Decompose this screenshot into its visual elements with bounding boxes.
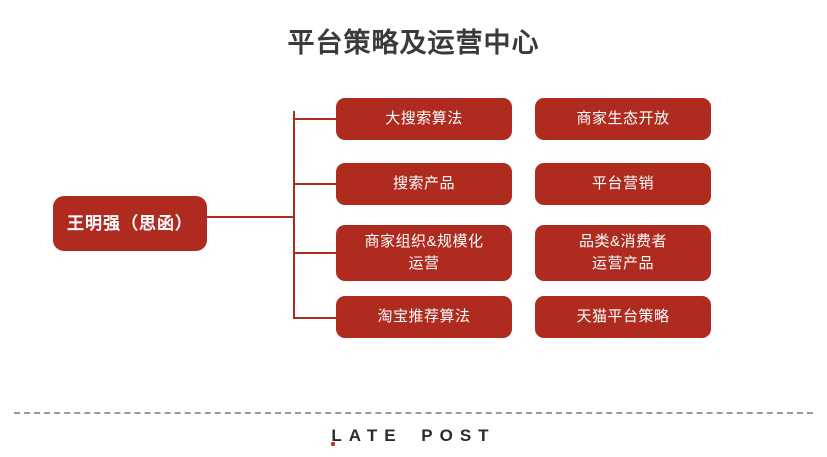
org-node-col2-row2[interactable]: 平台营销 <box>535 163 711 205</box>
org-node-label-line1: 平台营销 <box>591 175 654 192</box>
logo-letter-l: LATE <box>331 425 402 447</box>
page-title: 平台策略及运营中心 <box>287 28 540 58</box>
org-node-label-line1: 商家生态开放 <box>576 110 670 127</box>
logo-spacer <box>403 426 422 445</box>
org-node-label: 商家组织&规模化 运营 <box>342 231 506 275</box>
org-node-root-label: 王明强（思函） <box>67 213 193 233</box>
org-node-col1-row1[interactable]: 大搜索算法 <box>336 98 512 140</box>
org-node-label: 商家生态开放 <box>541 108 705 130</box>
connector-branch-3 <box>293 252 337 254</box>
org-node-label: 平台营销 <box>541 173 705 195</box>
org-node-col1-row4[interactable]: 淘宝推荐算法 <box>336 296 512 338</box>
org-node-label: 淘宝推荐算法 <box>342 306 506 328</box>
logo-letter-o: POST <box>421 425 495 447</box>
connector-branch-4 <box>293 317 337 319</box>
logo-text-post: POST <box>421 426 496 445</box>
org-node-col1-row2[interactable]: 搜索产品 <box>336 163 512 205</box>
connector-branch-2 <box>293 183 337 185</box>
org-node-label-line1: 商家组织&规模化 <box>364 233 484 250</box>
org-node-label-line1: 大搜索算法 <box>385 110 463 127</box>
org-node-col2-row4[interactable]: 天猫平台策略 <box>535 296 711 338</box>
org-node-label: 大搜索算法 <box>342 108 506 130</box>
connector-root-stem <box>207 216 295 218</box>
org-node-label-line1: 搜索产品 <box>392 175 455 192</box>
logo-red-mark-icon <box>331 442 336 446</box>
org-node-label: 搜索产品 <box>342 173 506 195</box>
footer-logo: LATE POST <box>0 425 827 447</box>
org-node-col2-row1[interactable]: 商家生态开放 <box>535 98 711 140</box>
org-node-root[interactable]: 王明强（思函） <box>53 196 207 251</box>
org-node-label-line1: 天猫平台策略 <box>576 308 670 325</box>
connector-spine <box>293 111 295 319</box>
org-node-label: 天猫平台策略 <box>541 306 705 328</box>
logo-text-late: LATE <box>331 426 403 445</box>
footer-divider <box>14 412 813 414</box>
connector-branch-1 <box>293 118 337 120</box>
org-node-label: 品类&消费者 运营产品 <box>541 231 705 275</box>
org-node-label-line1: 淘宝推荐算法 <box>377 308 471 325</box>
org-node-label-line2: 运营产品 <box>591 255 654 272</box>
org-node-col1-row3[interactable]: 商家组织&规模化 运营 <box>336 225 512 281</box>
org-node-label-line2: 运营 <box>408 255 440 272</box>
org-node-label-line1: 品类&消费者 <box>578 233 667 250</box>
org-node-col2-row3[interactable]: 品类&消费者 运营产品 <box>535 225 711 281</box>
